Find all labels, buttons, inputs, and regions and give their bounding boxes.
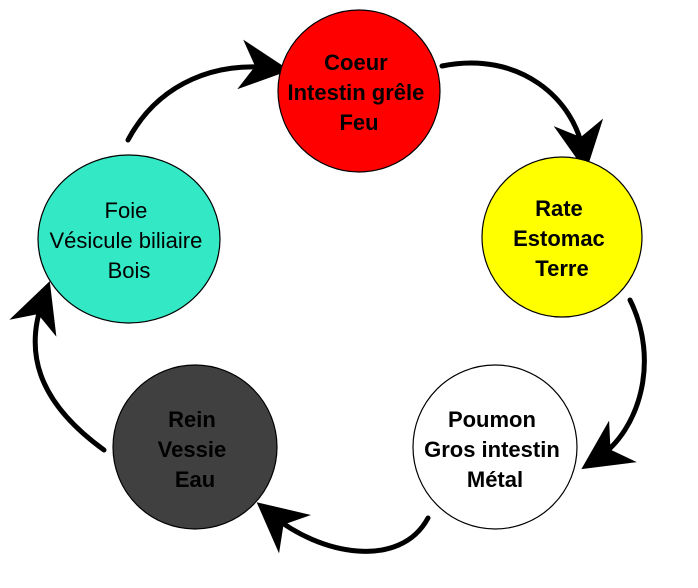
node-water-circle	[112, 364, 278, 530]
node-fire: Coeur Intestin grêle Feu	[277, 9, 441, 173]
node-wood-circle	[37, 154, 221, 324]
svg-text:Foie Vésicule biliaire: Foie Vésicule biliaire Bois	[50, 198, 209, 283]
node-wood-line-3: Bois	[108, 258, 151, 283]
node-water: Rein Vessie Eau	[112, 364, 278, 530]
svg-text:Poumon Gros intestin: Poumon Gros intestin Métal	[424, 407, 566, 492]
svg-text:Rate Estomac Terre: Rate Estomac Terre	[513, 196, 611, 281]
node-earth-line-3: Terre	[535, 256, 588, 281]
node-fire-line-3: Feu	[339, 110, 378, 135]
node-earth-line-2: Estomac	[513, 226, 605, 251]
node-water-line-2: Vessie	[158, 437, 227, 462]
node-metal-line-1: Poumon	[448, 407, 536, 432]
node-earth-line-1: Rate	[535, 196, 583, 221]
svg-text:Rein Vessie Eau: Rein Vessie Eau	[158, 407, 233, 492]
arrow-wood-to-fire	[125, 39, 290, 143]
node-wood-line-2: Vésicule biliaire	[50, 228, 203, 253]
arrow-metal-to-water	[256, 502, 431, 554]
node-earth: Rate Estomac Terre	[481, 156, 643, 318]
node-metal-line-3: Métal	[467, 467, 523, 492]
node-metal-line-2: Gros intestin	[424, 437, 560, 462]
node-wood-line-1: Foie	[105, 198, 148, 223]
node-fire-line-1: Coeur	[324, 50, 388, 75]
node-water-line-1: Rein	[168, 407, 216, 432]
node-water-line-3: Eau	[175, 467, 215, 492]
svg-text:Coeur Intestin grêle: Coeur Intestin grêle Feu	[287, 50, 430, 135]
arrow-earth-to-metal	[581, 297, 647, 470]
node-fire-circle	[277, 9, 441, 173]
node-metal-circle	[412, 364, 578, 530]
arrow-water-to-wood	[9, 281, 107, 453]
node-wood: Foie Vésicule biliaire Bois	[37, 154, 221, 324]
node-metal: Poumon Gros intestin Métal	[412, 364, 578, 530]
arrow-fire-to-earth	[439, 60, 604, 172]
node-earth-circle	[481, 156, 643, 318]
node-fire-line-2: Intestin grêle	[287, 80, 424, 105]
